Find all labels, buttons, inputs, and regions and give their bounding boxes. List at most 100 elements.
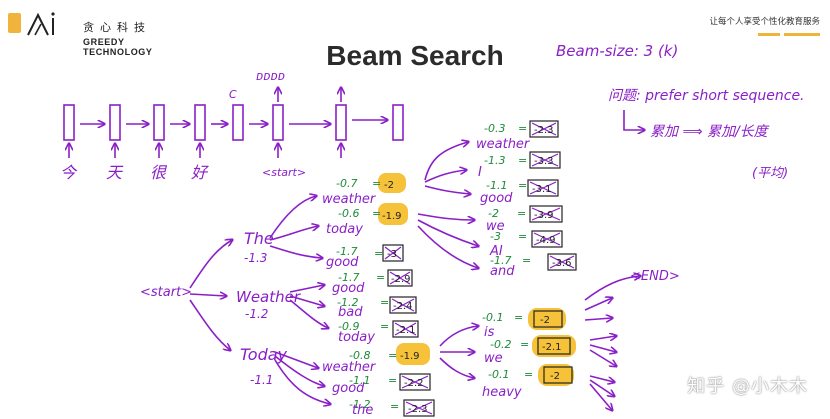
svg-text:=: = — [376, 271, 385, 284]
step3-total: -3.9 — [534, 210, 554, 221]
note-arrow-icon — [623, 110, 644, 130]
step3-word: is — [484, 325, 495, 340]
step3-total: -3.6 — [552, 258, 572, 269]
rnn-cell — [335, 104, 347, 141]
step3-word: good — [480, 191, 513, 206]
step2-candidates: -0.7 -0.6 -1.7 -1.7 -1.2 -0.9 -0.8 -1.1 … — [322, 173, 435, 418]
rnn-cell — [272, 104, 284, 141]
svg-text:=: = — [518, 122, 527, 135]
step3-word: we — [484, 351, 503, 366]
svg-text:=: = — [380, 296, 389, 309]
input-token: 很 — [150, 163, 168, 182]
step3-total: -2.3 — [534, 125, 554, 136]
step3-top-candidates: -0.3 -1.3 -1.1 -2 -3 -1.7 === === weathe… — [476, 120, 577, 279]
step2-score: -1.1 — [349, 374, 370, 387]
svg-text:=: = — [390, 400, 399, 413]
svg-text:=: = — [518, 230, 527, 243]
svg-text:=: = — [520, 338, 529, 351]
step2-word: weather — [322, 360, 377, 375]
slogan-underline — [758, 33, 820, 36]
logo-mark-icon — [8, 12, 55, 36]
problem-note: 问题: prefer short sequence. — [608, 88, 805, 104]
rnn-cell — [109, 104, 121, 141]
step2-total: -3 — [387, 249, 397, 260]
decoder-start-label: <start> — [262, 166, 306, 179]
step2-score: -0.6 — [338, 207, 359, 220]
context-label: C — [229, 88, 237, 101]
end-token: <END> — [630, 269, 680, 284]
step2-word: today — [338, 330, 375, 345]
step3-total: -2 — [550, 371, 560, 382]
step2-score: -1.2 — [349, 398, 370, 411]
step2-total: -2 — [384, 180, 394, 191]
step2-score: -0.9 — [338, 320, 359, 333]
logo-english-text: GREEDY TECHNOLOGY — [83, 37, 153, 57]
svg-text:=: = — [514, 311, 523, 324]
step2-total: -2.9 — [391, 274, 411, 285]
rnn-cell — [232, 104, 244, 141]
svg-text:=: = — [380, 320, 389, 333]
step3-score: -0.1 — [482, 311, 503, 324]
step3-word: we — [486, 219, 505, 234]
step3-word: heavy — [482, 385, 522, 400]
greedy-logo: 贪心科技 GREEDY TECHNOLOGY — [8, 10, 188, 57]
step2-word: good — [332, 281, 365, 296]
step1-word: Today — [240, 345, 288, 364]
svg-text:=: = — [518, 154, 527, 167]
step1-word: Weather — [236, 288, 301, 306]
step3-score: -3 — [490, 230, 501, 243]
step3-total: -3.1 — [532, 184, 552, 195]
step3-score: -1.7 — [490, 254, 511, 267]
step2-word: bad — [338, 305, 363, 320]
step2-word: the — [352, 403, 373, 418]
rnn-cell — [194, 104, 206, 141]
beam-size-note: Beam-size: 3 (k) — [556, 42, 678, 60]
step1-score: -1.1 — [250, 373, 273, 387]
step3-word: I — [478, 165, 482, 180]
input-token: 今 — [60, 163, 78, 182]
step2-total: -2.4 — [393, 301, 413, 312]
logo-chinese-text: 贪心科技 — [83, 21, 151, 34]
step2-score: -0.8 — [349, 349, 370, 362]
encoder-decoder — [63, 88, 404, 158]
step3-score: -1.3 — [484, 154, 505, 167]
step3-total: -2 — [540, 315, 550, 326]
step3-word: and — [490, 264, 515, 279]
svg-text:=: = — [374, 247, 383, 260]
step2-total: -1.9 — [400, 351, 420, 362]
step2-total: -1.9 — [382, 211, 402, 222]
step3-score: -0.3 — [484, 122, 505, 135]
step3-word: AI — [489, 244, 503, 259]
step3-word: weather — [476, 137, 531, 152]
step3-total: -2.1 — [542, 342, 562, 353]
input-token: 好 — [191, 163, 209, 182]
svg-text:=: = — [524, 368, 533, 381]
decoder-outputs-label: ᴅᴅᴅᴅ — [256, 69, 285, 83]
svg-text:=: = — [372, 177, 381, 190]
input-token: 天 — [106, 163, 124, 182]
step2-word: today — [326, 222, 363, 237]
rnn-cell — [392, 104, 404, 141]
step3-total: -4.9 — [536, 235, 556, 246]
svg-text:=: = — [517, 207, 526, 220]
step2-total: -2.3 — [408, 404, 428, 415]
svg-text:=: = — [388, 349, 397, 362]
notes: Beam-size: 3 (k) 问题: prefer short sequen… — [556, 42, 805, 181]
fix-note-average: (平均) — [752, 166, 788, 181]
rnn-cell — [153, 104, 165, 141]
svg-text:=: = — [388, 374, 397, 387]
step1-score: -1.2 — [245, 307, 268, 321]
fix-note: 累加 ⟹ 累加/长度 — [650, 124, 770, 140]
step1-score: -1.3 — [244, 251, 267, 265]
step2-score: -1.7 — [338, 271, 359, 284]
header: 贪心科技 GREEDY TECHNOLOGY 让每个人享受个性化教育服务 — [0, 0, 830, 57]
step2-word: weather — [322, 192, 377, 207]
svg-text:=: = — [372, 207, 381, 220]
step1-word: The — [244, 229, 274, 248]
step2-score: -0.7 — [336, 177, 357, 190]
svg-text:=: = — [522, 254, 531, 267]
step2-word: good — [326, 255, 359, 270]
step3-bottom-candidates: -0.1 -0.2 -0.1 === is we heavy -2 -2.1 -… — [482, 308, 576, 400]
step3-score: -0.1 — [488, 368, 509, 381]
